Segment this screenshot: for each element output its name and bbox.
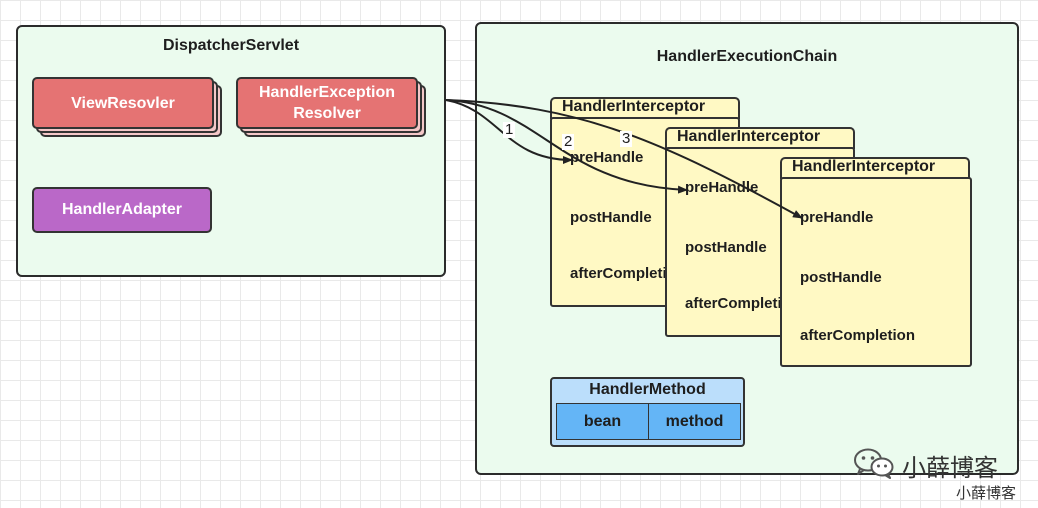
view-resolver-box: ViewResovler: [32, 77, 214, 129]
interceptor-2-tab: [665, 127, 855, 149]
arrow-3-label: 3: [620, 130, 633, 147]
handler-method-bean-label: bean: [583, 412, 622, 430]
interceptor-3-aftercompletion: afterCompletion: [800, 327, 916, 344]
interceptor-3-prehandle: preHandle: [800, 209, 874, 226]
interceptor-2-posthandle: postHandle: [685, 239, 767, 256]
watermark-main: 小薛博客: [902, 455, 998, 482]
interceptor-2-aftercompletion: afterCompletion: [685, 295, 801, 312]
handler-execution-chain-title: HandlerExecutionChain: [656, 48, 838, 65]
interceptor-3-title: HandlerInterceptor: [792, 158, 936, 175]
view-resolver-label: ViewResovler: [71, 94, 175, 112]
interceptor-1-title: HandlerInterceptor: [562, 98, 706, 115]
arrow-2: [445, 99, 688, 194]
interceptor-1-prehandle: preHandle: [570, 149, 644, 166]
exception-resolver-label-line2: Resolver: [293, 105, 361, 122]
interceptor-3-posthandle: postHandle: [800, 269, 882, 286]
interceptor-2-content: HandlerInterceptor preHandle postHandle …: [665, 127, 855, 337]
dispatcher-servlet-title: DispatcherServlet: [162, 37, 300, 54]
handler-method-method-cell: method: [648, 403, 741, 440]
exception-resolver-label-line1: HandlerException: [258, 84, 396, 101]
watermark-sub: 小薛博客: [956, 485, 1017, 502]
interceptor-3-content: HandlerInterceptor preHandle postHandle …: [780, 157, 972, 367]
interceptor-1-aftercompletion: afterCompletion: [570, 265, 686, 282]
interceptor-1-tab: [550, 97, 740, 119]
arrow-1-label: 1: [503, 121, 516, 138]
wechat-icon: [852, 447, 896, 484]
interceptor-2-prehandle: preHandle: [685, 179, 759, 196]
arrow-3: [445, 99, 803, 219]
handler-method-title: HandlerMethod: [589, 381, 706, 398]
handler-method-method-label: method: [665, 412, 724, 430]
interceptor-3: [780, 177, 972, 367]
interceptor-1-posthandle: postHandle: [570, 209, 652, 226]
handler-method-bean-cell: bean: [556, 403, 649, 440]
dispatcher-servlet-container: DispatcherServlet: [16, 25, 446, 277]
interceptor-2-title: HandlerInterceptor: [677, 128, 821, 145]
arrow-2-label: 2: [562, 133, 575, 150]
handler-adapter-box: HandlerAdapter: [32, 187, 212, 233]
interceptor-3-tab: [780, 157, 970, 179]
interceptor-1-content: HandlerInterceptor preHandle postHandle …: [550, 97, 740, 307]
exception-resolver-box: HandlerException Resolver: [236, 77, 418, 129]
handler-adapter-label: HandlerAdapter: [61, 201, 183, 218]
